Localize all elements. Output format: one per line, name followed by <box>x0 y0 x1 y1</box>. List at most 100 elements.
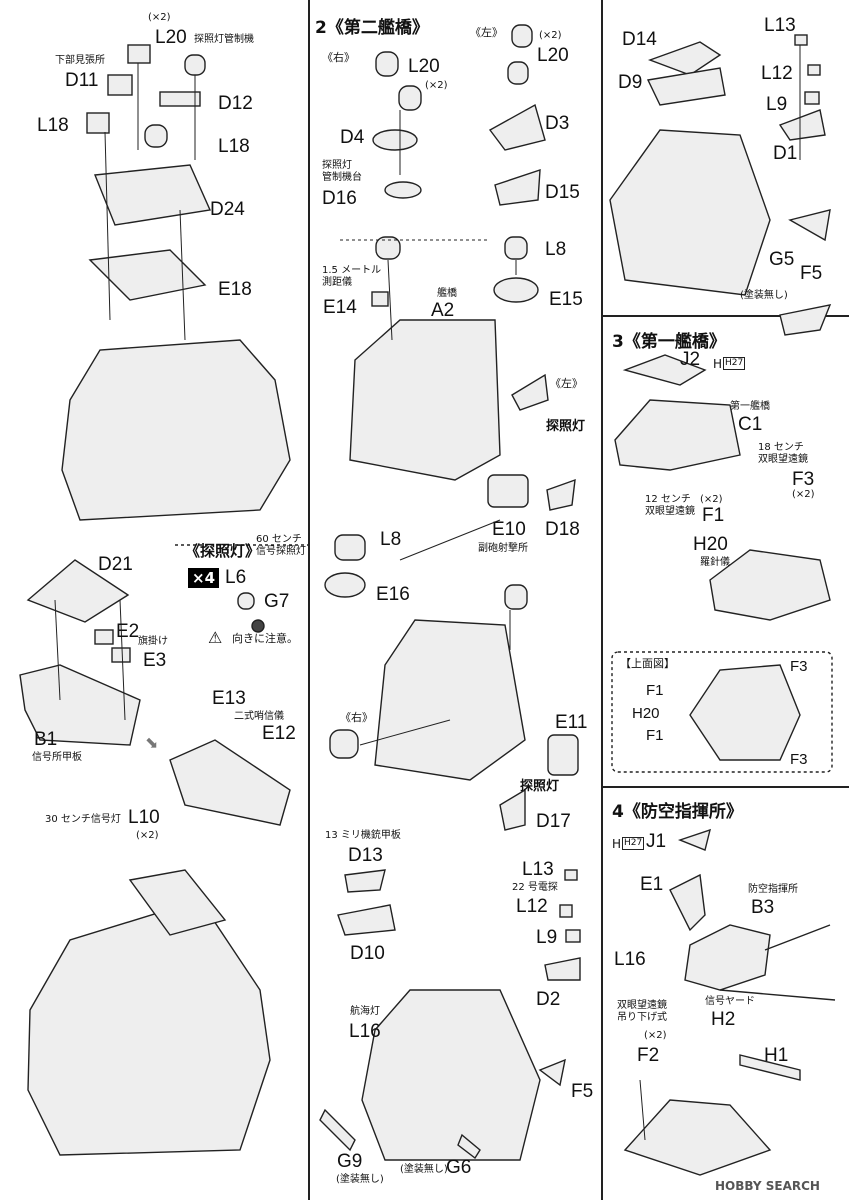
part-h27-box-2: H27 <box>622 837 645 850</box>
qty-x4-badge: ×4 <box>188 568 220 588</box>
part-d16: D16 <box>322 188 357 209</box>
flag-note: 旗掛け <box>138 636 168 647</box>
part-l16-r: L16 <box>614 949 646 970</box>
part-l12-r: L12 <box>761 63 793 84</box>
part-e12: E12 <box>262 723 296 744</box>
f3-note: 18 センチ 双眼望遠鏡 <box>758 442 808 465</box>
h-label-2: H <box>612 837 622 851</box>
part-e13: E13 <box>212 688 246 709</box>
part-d15: D15 <box>545 182 580 203</box>
part-g9: G9 <box>337 1151 363 1172</box>
part-b3: B3 <box>751 897 775 918</box>
part-f5-r: F5 <box>800 263 823 284</box>
d11-note: 下部見張所 <box>55 55 105 66</box>
part-d18: D18 <box>545 519 580 540</box>
warning-icon: ⚠ <box>208 628 223 647</box>
part-d3: D3 <box>545 113 570 134</box>
part-g5: G5 <box>769 249 795 270</box>
topview-f3-a: F3 <box>790 658 808 675</box>
part-l20: L20 <box>155 27 187 48</box>
g9-note: (塗装無し) <box>336 1174 384 1185</box>
orientation-note: 向きに注意。 <box>232 632 298 645</box>
part-h20: H20 <box>693 534 728 555</box>
right-label-2: 《右》 <box>340 711 373 724</box>
divider-step4 <box>601 786 849 788</box>
part-e16: E16 <box>376 584 410 605</box>
d13-note: 13 ミリ機銃甲板 <box>325 830 401 841</box>
part-d13: D13 <box>348 845 383 866</box>
f1-qty: (×2) <box>700 494 723 505</box>
part-e15: E15 <box>549 289 583 310</box>
part-d4: D4 <box>340 127 365 148</box>
f2-qty: (×2) <box>644 1030 667 1041</box>
part-l16: L16 <box>349 1021 381 1042</box>
part-d24: D24 <box>210 199 245 220</box>
part-l8: L8 <box>545 239 567 260</box>
h-label: H <box>713 357 723 371</box>
part-d11: D11 <box>65 70 99 91</box>
part-d12: D12 <box>218 93 253 114</box>
divider-left <box>308 0 310 1200</box>
l16-note: 航海灯 <box>350 1006 380 1017</box>
part-l18-a: L18 <box>37 115 69 136</box>
searchlight-note: 60 センチ 信号探照灯 <box>256 534 306 557</box>
part-l9: L9 <box>536 927 558 948</box>
c1-note: 第一艦橋 <box>730 401 770 412</box>
part-j1: J1 <box>646 831 667 852</box>
part-e1: E1 <box>640 874 664 895</box>
l10-note: 30 センチ信号灯 <box>45 814 121 825</box>
part-d14: D14 <box>622 29 657 50</box>
f2-note: 双眼望遠鏡 吊り下げ式 <box>617 1000 667 1023</box>
part-d10: D10 <box>350 943 385 964</box>
part-c1: C1 <box>738 414 763 435</box>
d16-note: 探照灯 管制機台 <box>322 160 362 183</box>
f1-note: 12 センチ 双眼望遠鏡 <box>645 494 695 517</box>
part-j2: J2 <box>680 349 701 370</box>
left-label: 《左》 <box>470 26 503 39</box>
topview-title: 【上面図】 <box>620 657 675 670</box>
l10-qty: (×2) <box>136 830 159 841</box>
watermark: HOBBY SEARCH <box>715 1179 820 1193</box>
part-l8-b: L8 <box>380 529 402 550</box>
part-f1: F1 <box>702 505 725 526</box>
divider-right <box>601 0 603 1200</box>
part-h27-box: H27 <box>723 357 746 370</box>
step3-title: 3《第一艦橋》 <box>612 332 726 352</box>
part-f3: F3 <box>792 469 815 490</box>
g6-note: (塗装無し) <box>400 1164 448 1175</box>
part-l6: L6 <box>225 567 247 588</box>
part-b1: B1 <box>34 729 58 750</box>
part-l10: L10 <box>128 807 160 828</box>
e14-note: 1.5 メートル 測距儀 <box>322 265 382 288</box>
l20-right-qty: (×2) <box>425 80 448 91</box>
part-h2: H2 <box>711 1009 736 1030</box>
part-d21: D21 <box>98 554 133 575</box>
part-d2: D2 <box>536 989 561 1010</box>
right-label: 《右》 <box>322 51 355 64</box>
h20-note: 羅針儀 <box>700 557 730 568</box>
part-e3: E3 <box>143 650 167 671</box>
part-g7: G7 <box>264 591 290 612</box>
f3-qty: (×2) <box>792 489 815 500</box>
part-a2: A2 <box>431 300 455 321</box>
a2-note: 艦橋 <box>437 288 457 299</box>
part-g6: G6 <box>446 1157 472 1178</box>
part-e10: E10 <box>492 519 526 540</box>
part-l20-right: L20 <box>408 56 440 77</box>
topview-h20: H20 <box>632 705 660 722</box>
part-h1: H1 <box>764 1045 789 1066</box>
part-l9-r: L9 <box>766 94 788 115</box>
arrow-icon: ⬊ <box>145 733 159 752</box>
l12-note: 22 号電探 <box>512 882 558 893</box>
part-l18-b: L18 <box>218 136 250 157</box>
searchlight-label-2: 探照灯 <box>520 779 560 794</box>
b1-note: 信号所甲板 <box>32 752 82 763</box>
g5-note: (塗装無し) <box>740 290 788 301</box>
l20-note: 探照灯管制機 <box>194 34 254 45</box>
topview-f3-b: F3 <box>790 751 808 768</box>
part-e11: E11 <box>555 712 588 733</box>
part-l13: L13 <box>522 859 554 880</box>
h2-note: 信号ヤード <box>705 996 755 1007</box>
part-e2: E2 <box>116 621 140 642</box>
